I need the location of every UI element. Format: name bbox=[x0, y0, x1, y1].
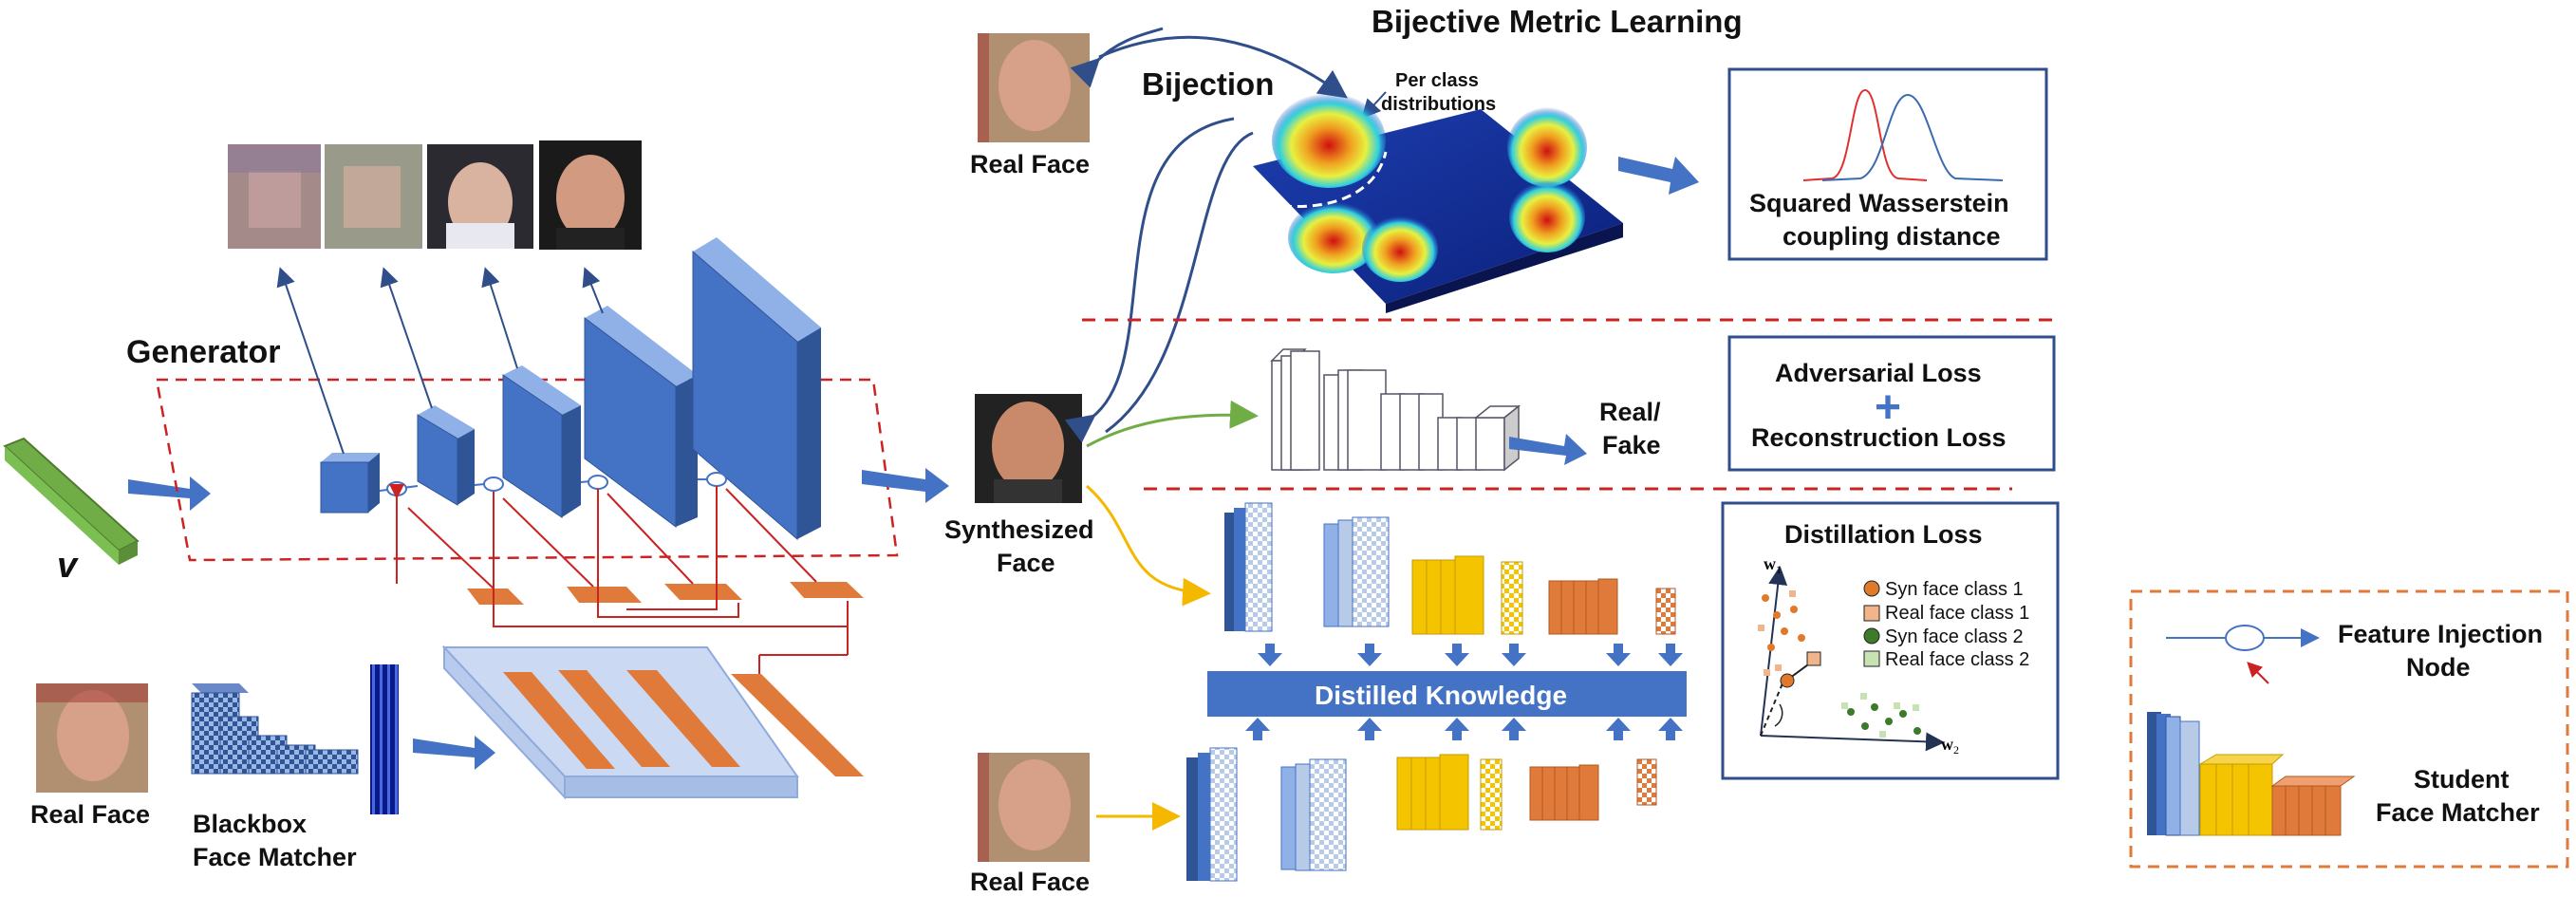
student-face-matcher-icon bbox=[2147, 712, 2356, 836]
student-network-center bbox=[1186, 747, 1657, 882]
teacher-network bbox=[1224, 502, 1676, 635]
distilled-knowledge-label: Distilled Knowledge bbox=[1315, 681, 1567, 710]
feature-tray bbox=[441, 645, 864, 800]
generated-face-1 bbox=[228, 144, 321, 249]
legend-label-3: Syn face class 2 bbox=[1885, 626, 2024, 647]
arrow-to-discriminator bbox=[1086, 400, 1259, 448]
generator-layer-2 bbox=[417, 405, 475, 506]
generator-output-arrows bbox=[276, 267, 604, 455]
distilled-knowledge-bar bbox=[1207, 671, 1687, 717]
feature-injection-label-1: Feature Injection bbox=[2338, 620, 2543, 648]
distill-down-arrows bbox=[1258, 644, 1683, 666]
injection-lines bbox=[389, 484, 849, 679]
wasserstein-label-2: coupling distance bbox=[1783, 222, 2001, 251]
student-label-2: Face Matcher bbox=[2376, 798, 2540, 827]
axis-w1-sub: 1 bbox=[1776, 563, 1782, 576]
real-face-image-left bbox=[36, 683, 148, 793]
distillation-scatter bbox=[1758, 590, 1921, 738]
feature-barcode bbox=[370, 664, 399, 814]
discriminator-network bbox=[1270, 348, 1521, 472]
flow-arrow-realfake bbox=[1509, 434, 1587, 465]
blackbox-label-1: Blackbox bbox=[193, 810, 307, 838]
per-class-label-2: distributions bbox=[1381, 94, 1496, 115]
axis-w2-label: w bbox=[1941, 735, 1953, 754]
distillation-legend bbox=[1863, 580, 1880, 667]
plus-icon: + bbox=[1875, 383, 1901, 433]
flow-arrow-v bbox=[128, 477, 211, 511]
injected-features bbox=[467, 582, 864, 605]
bijection-label: Bijection bbox=[1142, 66, 1274, 102]
real-face-label-top: Real Face bbox=[970, 150, 1090, 178]
generated-face-4 bbox=[539, 140, 642, 250]
per-class-label-1: Per class bbox=[1395, 70, 1479, 91]
flow-arrow-blackbox bbox=[413, 736, 495, 770]
real-face-label-left: Real Face bbox=[30, 800, 150, 829]
v-input-vector bbox=[3, 437, 140, 565]
distribution-surface-plot bbox=[1253, 93, 1623, 313]
legend-label-2: Real face class 1 bbox=[1885, 603, 2029, 624]
real-face-image-top bbox=[978, 33, 1090, 142]
bijection-arrows bbox=[1064, 27, 1348, 443]
wasserstein-box bbox=[1727, 67, 2048, 261]
synthesized-label-1: Synthesized bbox=[944, 515, 1094, 544]
axis-w1-label: w bbox=[1764, 554, 1776, 573]
legend-label-1: Syn face class 1 bbox=[1885, 579, 2024, 600]
real-face-label-bottom: Real Face bbox=[970, 868, 1090, 896]
feature-injection-label-2: Node bbox=[2406, 653, 2471, 682]
generator-layer-3 bbox=[502, 365, 581, 518]
generator-layer-1 bbox=[320, 453, 380, 514]
adversarial-loss-label: Adversarial Loss bbox=[1775, 359, 1982, 387]
generator-layer-4 bbox=[584, 306, 698, 528]
reconstruction-loss-label: Reconstruction Loss bbox=[1751, 423, 2007, 452]
distillation-loss-label: Distillation Loss bbox=[1784, 520, 1983, 549]
feature-injection-node-icon bbox=[2166, 625, 2320, 684]
generator-layer-5 bbox=[692, 237, 821, 541]
realfake-label-1: Real/ bbox=[1599, 398, 1661, 426]
distillation-loss-box bbox=[1721, 501, 2060, 780]
student-label-1: Student bbox=[2414, 765, 2510, 794]
blackbox-network-icon bbox=[191, 683, 359, 775]
synthesized-label-2: Face bbox=[997, 549, 1055, 577]
real-face-image-bottom bbox=[978, 753, 1090, 862]
synthesized-face-image bbox=[975, 394, 1082, 503]
flow-arrow-generator-out bbox=[862, 468, 949, 503]
distill-up-arrows bbox=[1245, 718, 1683, 740]
adversarial-loss-box bbox=[1727, 335, 2056, 472]
generator-label: Generator bbox=[126, 334, 281, 370]
realfake-label-2: Fake bbox=[1602, 431, 1661, 459]
axis-w2-sub: 2 bbox=[1953, 743, 1959, 757]
legend-label-4: Real face class 2 bbox=[1885, 649, 2029, 670]
blackbox-label-2: Face Matcher bbox=[193, 843, 357, 871]
wasserstein-label-1: Squared Wasserstein bbox=[1749, 189, 2009, 217]
flow-arrow-wasserstein bbox=[1618, 157, 1699, 195]
generated-face-2 bbox=[325, 144, 422, 249]
v-label: v bbox=[57, 546, 79, 586]
generated-face-3 bbox=[427, 144, 533, 249]
title: Bijective Metric Learning bbox=[1372, 4, 1743, 39]
arrow-synth-to-teacher bbox=[1086, 484, 1211, 607]
